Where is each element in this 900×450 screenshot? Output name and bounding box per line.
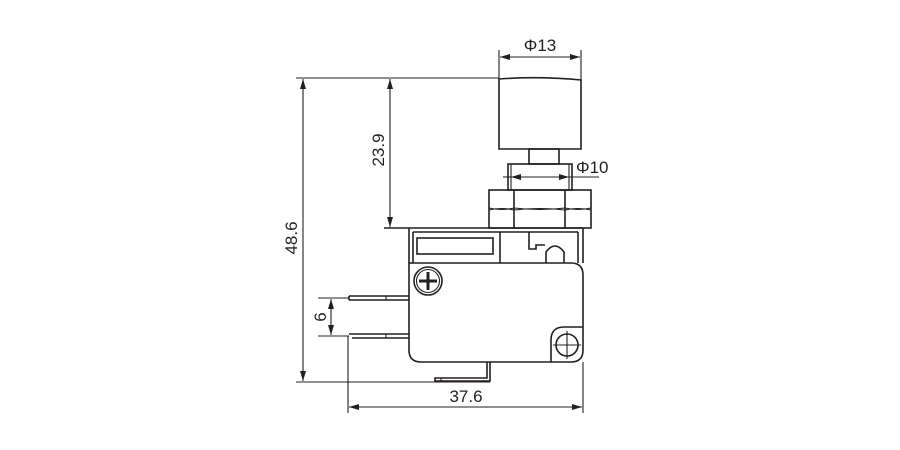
svg-text:Φ13: Φ13: [524, 36, 556, 55]
button-cap: [498, 76, 582, 150]
button-stem: [528, 148, 560, 165]
mounting-bracket: [384, 227, 584, 263]
dimension-overall-width: 37.6: [349, 387, 582, 410]
dimension-overall-height: 48.6: [282, 79, 306, 381]
extension-lines: [296, 50, 584, 413]
svg-text:6: 6: [311, 312, 330, 321]
svg-text:48.6: 48.6: [282, 221, 301, 254]
mounting-hole-icon: [553, 331, 581, 359]
svg-text:23.9: 23.9: [369, 133, 388, 166]
hex-nut: [488, 189, 592, 229]
terminals: [348, 295, 491, 382]
screw-icon: [413, 266, 443, 296]
dimension-terminal-pitch: 6: [311, 299, 334, 335]
dimension-bushing-diameter: Φ10: [503, 158, 608, 180]
svg-text:37.6: 37.6: [449, 387, 482, 406]
dimension-button-height: 23.9: [369, 79, 393, 227]
svg-text:Φ10: Φ10: [576, 158, 608, 177]
switch-body: [408, 262, 584, 363]
dimension-cap-diameter: Φ13: [500, 36, 580, 60]
